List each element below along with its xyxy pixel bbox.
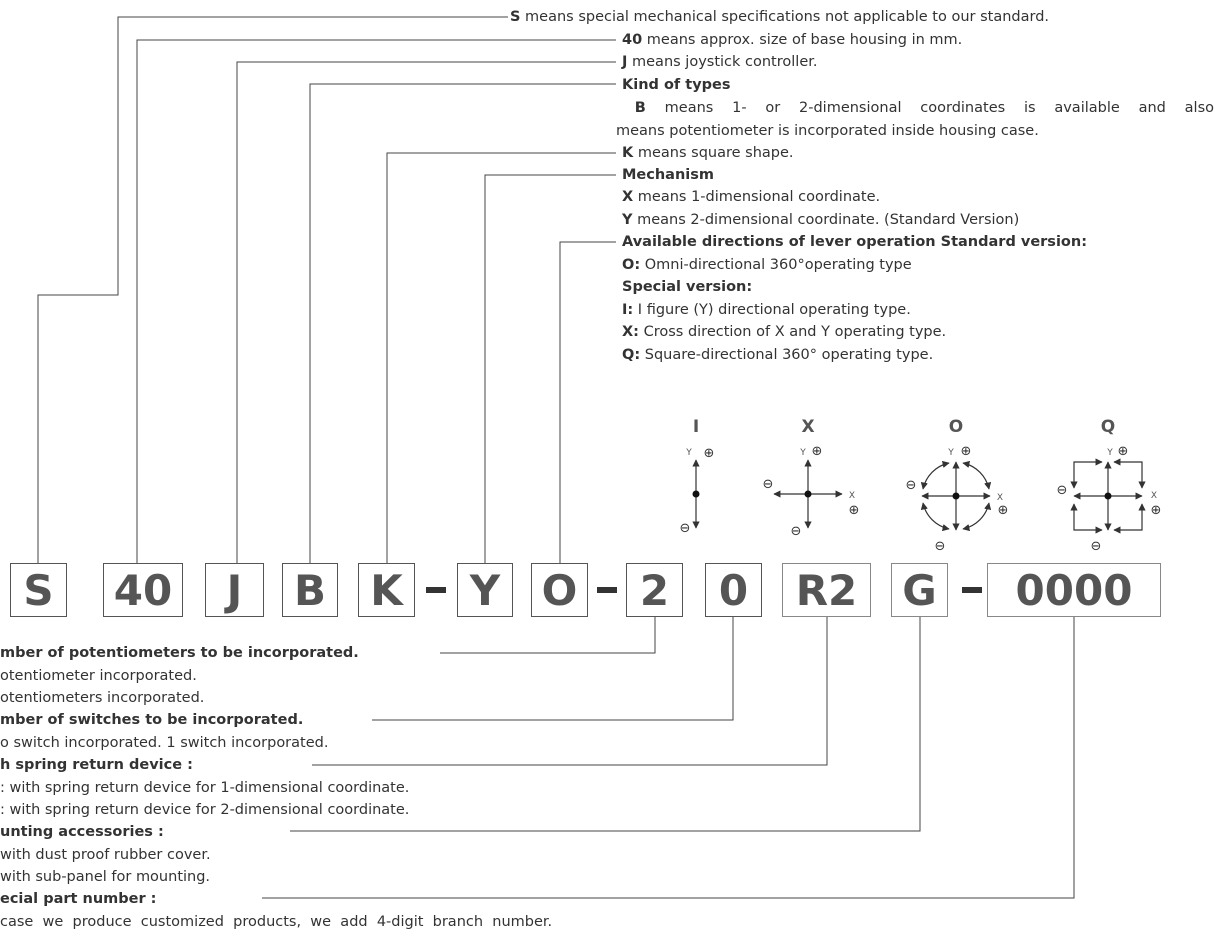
note-spring-heading: h spring return device :	[0, 757, 193, 773]
diagram-o	[920, 460, 992, 532]
code-box-0000: 0000	[987, 563, 1161, 617]
code-box-b: B	[282, 563, 338, 617]
kind-line2: means potentiometer is incorporated insi…	[616, 123, 1039, 139]
mechanism-x: X means 1-dimensional coordinate.	[622, 189, 881, 205]
directions-heading: Available directions of lever operation …	[622, 234, 1087, 250]
code-box-j: J	[205, 563, 264, 617]
diagram-x-minus-x: ⊖	[763, 477, 774, 492]
special-heading: Special version:	[622, 279, 753, 295]
diagram-x-plus-y: ⊕	[812, 444, 823, 459]
diagram-q-axis-x: X	[1151, 491, 1157, 501]
direction-x: X: Cross direction of X and Y operating …	[622, 324, 947, 340]
note-potentiometers-heading: mber of potentiometers to be incorporate…	[0, 645, 359, 661]
diagram-x-axis-x: X	[849, 491, 855, 501]
separator-dash-2	[597, 587, 617, 593]
note-spring-1: : with spring return device for 1-dimens…	[0, 780, 410, 796]
code-box-s: S	[10, 563, 67, 617]
diagram-q-minus-x: ⊖	[1057, 483, 1068, 498]
diagram-x-center	[804, 490, 812, 498]
diagram-o-minus-y: ⊖	[935, 539, 946, 554]
code-box-0: 0	[705, 563, 762, 617]
code-box-r2: R2	[782, 563, 871, 617]
mechanism-heading: Mechanism	[622, 167, 714, 183]
code-box-y: Y	[457, 563, 513, 617]
note-s: S means special mechanical specification…	[510, 9, 1050, 25]
diagram-q-center	[1104, 492, 1112, 500]
diagram-o-axis-x: X	[997, 493, 1003, 503]
separator-dash-3	[962, 587, 982, 593]
diagram-q	[1070, 458, 1146, 534]
note-special-part: case we produce customized products, we …	[0, 914, 553, 930]
note-potentiometer-1: otentiometer incorporated.	[0, 668, 197, 684]
diagram-x-minus-y: ⊖	[791, 524, 802, 539]
kind-line1: B means 1- or 2-dimensional coordinates …	[634, 100, 1214, 116]
diagram-i-minus: ⊖	[680, 521, 691, 536]
diagram-q-minus-y: ⊖	[1091, 539, 1102, 554]
diagram-x-axis-y: Y	[799, 448, 806, 458]
kind-heading: Kind of types	[622, 77, 731, 93]
note-k: K means square shape.	[622, 145, 794, 161]
diagram-label-i: I	[693, 417, 699, 437]
diagram-label-o: O	[949, 417, 963, 437]
diagram-o-minus-x: ⊖	[906, 478, 917, 493]
note-potentiometer-2: otentiometers incorporated.	[0, 690, 205, 706]
diagram-label-x: X	[801, 417, 814, 437]
diagram-label-q: Q	[1101, 417, 1115, 437]
diagram-q-axis-y: Y	[1106, 448, 1113, 458]
mechanism-y: Y means 2-dimensional coordinate. (Stand…	[622, 212, 1020, 228]
diagram-i-center	[692, 490, 700, 498]
diagram-o-plus-y: ⊕	[961, 444, 972, 459]
code-box-o: O	[531, 563, 588, 617]
diagram-o-center	[952, 492, 960, 500]
diagram-o-plus-x: ⊕	[998, 503, 1009, 518]
direction-i: I: I figure (Y) directional operating ty…	[622, 302, 911, 318]
note-mounting-1: with dust proof rubber cover.	[0, 847, 211, 863]
diagram-x	[773, 459, 843, 529]
diagram-q-plus-x: ⊕	[1151, 503, 1162, 518]
code-box-40: 40	[103, 563, 183, 617]
direction-o: O: Omni-directional 360°operating type	[622, 257, 912, 273]
code-box-2: 2	[626, 563, 683, 617]
diagram-x-plus-x: ⊕	[849, 503, 860, 518]
note-40: 40 means approx. size of base housing in…	[622, 32, 963, 48]
diagram-i-axis-y: Y	[685, 448, 692, 458]
direction-q: Q: Square-directional 360° operating typ…	[622, 347, 934, 363]
diagram-o-axis-y: Y	[947, 448, 954, 458]
code-box-k: K	[358, 563, 415, 617]
note-mounting-2: with sub-panel for mounting.	[0, 869, 211, 885]
note-special-part-heading: ecial part number :	[0, 891, 157, 907]
note-j: J means joystick controller.	[622, 54, 818, 70]
note-switches: o switch incorporated. 1 switch incorpor…	[0, 735, 329, 751]
diagram-q-plus-y: ⊕	[1118, 444, 1129, 459]
code-box-g: G	[891, 563, 948, 617]
note-mounting-heading: unting accessories :	[0, 824, 164, 840]
note-switches-heading: mber of switches to be incorporated.	[0, 712, 304, 728]
note-spring-2: : with spring return device for 2-dimens…	[0, 802, 410, 818]
separator-dash-1	[426, 587, 446, 593]
diagram-i-plus: ⊕	[704, 446, 715, 461]
